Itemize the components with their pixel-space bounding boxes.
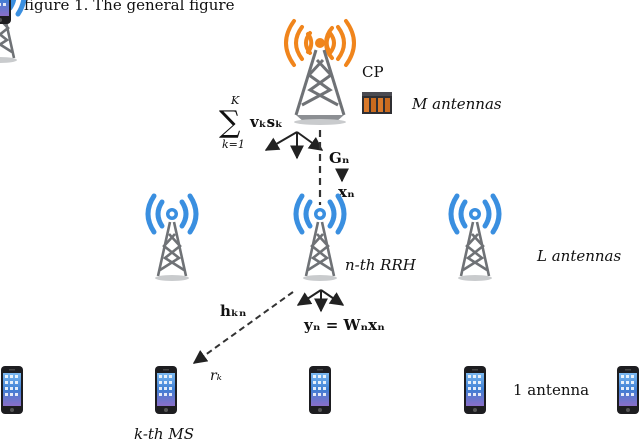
phone-2-icon (155, 366, 177, 414)
sum-lower: k=1 (222, 138, 245, 151)
rrh-antennas-label: L antennas (536, 247, 622, 265)
rrh-tower-left-icon (148, 196, 196, 281)
sum-upper: K (230, 94, 240, 107)
server-icon (362, 92, 392, 114)
phone-icon (0, 0, 11, 24)
fronthaul-channel-label: Gₙ (329, 149, 350, 167)
precoder-sum: K ∑ k=1 vₖsₖ (219, 94, 283, 151)
rrh-output-label: yₙ = Wₙxₙ (303, 316, 385, 334)
access-link (192, 291, 294, 364)
phone-3-icon (309, 366, 331, 414)
ms-label: k-th MS (134, 425, 194, 443)
fronthaul-signal-label: xₙ (338, 183, 355, 201)
sum-body: vₖsₖ (249, 113, 283, 131)
access-channel-label: hₖₙ (220, 302, 247, 320)
rrh-tower-right-icon (451, 196, 499, 281)
sum-sigma: ∑ (219, 105, 241, 140)
rrh-label: n-th RRH (345, 256, 417, 274)
header-text: figure 1. The general figure (24, 0, 235, 14)
phone-1-icon (1, 366, 23, 414)
cp-label: CP (362, 63, 384, 81)
phone-4-icon (464, 366, 486, 414)
rrh-antenna-arrows (296, 289, 345, 313)
rrh-tower-center-icon (296, 196, 344, 281)
ms-antennas-label: 1 antenna (513, 381, 589, 399)
cp-antennas-label: M antennas (411, 95, 502, 113)
cp-antenna-arrows (264, 131, 324, 160)
phone-5-icon (617, 366, 639, 414)
cp-tower-icon (284, 19, 356, 125)
received-label: rₖ (210, 368, 222, 384)
